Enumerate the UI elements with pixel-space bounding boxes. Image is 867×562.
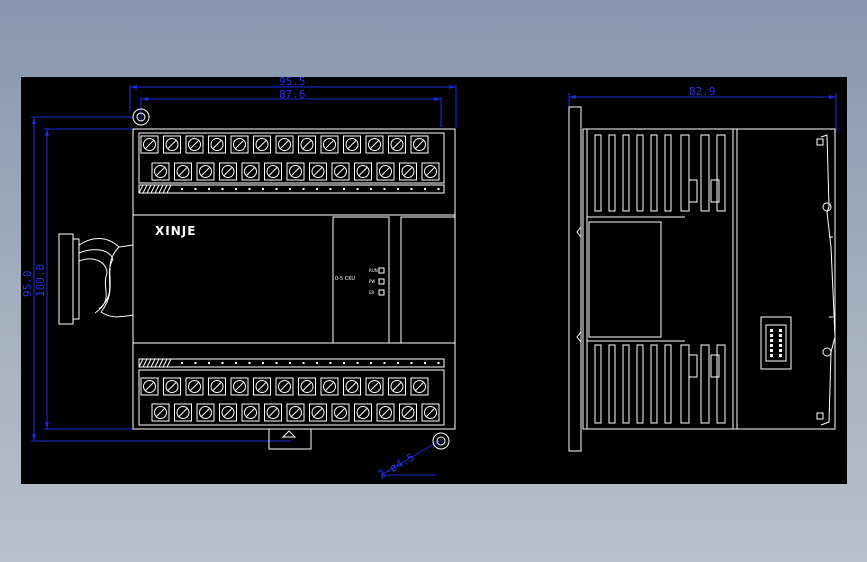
plc-body	[132, 128, 456, 430]
terminal-screw	[151, 162, 170, 181]
bottom-terminal-row-2	[151, 403, 440, 422]
terminal-screw	[208, 135, 226, 154]
terminal-screw	[253, 135, 271, 154]
terminal-screw	[286, 403, 305, 422]
terminal-screw	[253, 377, 271, 396]
terminal-screw	[365, 377, 384, 396]
hole-callout: 2-ø4.5	[376, 439, 442, 482]
terminal-screw	[421, 403, 440, 422]
terminal-screw	[151, 403, 170, 422]
terminal-screw	[196, 403, 215, 422]
led-label-run: RUN	[369, 268, 378, 273]
top-terminal-block	[138, 132, 445, 184]
terminal-screw	[388, 377, 406, 396]
terminal-screw	[410, 135, 429, 154]
terminal-screw	[264, 162, 282, 181]
status-panel	[332, 216, 390, 344]
terminal-screw	[219, 403, 237, 422]
terminal-screw	[399, 162, 417, 181]
terminal-screw	[410, 377, 429, 396]
terminal-screw	[331, 403, 350, 422]
terminal-screw	[298, 377, 316, 396]
led-label-pw: PW	[369, 279, 375, 284]
top-outer-dim: 95.5	[279, 77, 306, 88]
plc-drawing: 95.5 87.6 95.0 100.0 2-ø4.5	[21, 77, 837, 482]
left-dimensions: 95.0 100.0	[21, 116, 291, 442]
model-label: 0-5 CKU	[335, 276, 355, 282]
terminal-screw	[388, 135, 406, 154]
terminal-screw	[208, 377, 226, 396]
terminal-screw	[241, 403, 260, 422]
terminal-screw	[275, 135, 294, 154]
terminal-screw	[309, 162, 327, 181]
terminal-screw	[275, 377, 294, 396]
terminal-screw	[320, 135, 339, 154]
led-run-indicator	[378, 267, 385, 274]
terminal-screw	[140, 135, 159, 154]
side-label-area	[588, 221, 662, 338]
terminal-screw	[174, 403, 192, 422]
terminal-screw	[264, 403, 282, 422]
top-inner-dim: 87.6	[279, 88, 306, 101]
din-rail-profile	[568, 106, 582, 452]
terminal-screw	[286, 162, 305, 181]
terminal-screw	[219, 162, 237, 181]
side-depth-dim: 82.9	[689, 85, 716, 98]
left-outer-dim: 95.0	[21, 271, 34, 298]
terminal-screw	[185, 377, 204, 396]
expansion-cover	[400, 216, 456, 344]
terminal-screw	[354, 162, 372, 181]
comm-port	[760, 316, 792, 370]
terminal-screw	[399, 403, 417, 422]
led-pw-indicator	[378, 278, 385, 285]
terminal-screw	[365, 135, 384, 154]
top-dimensions: 95.5 87.6	[129, 77, 457, 127]
terminal-screw	[343, 135, 361, 154]
terminal-screw	[163, 135, 181, 154]
terminal-screw	[376, 162, 395, 181]
front-view: XINJE 0-5 CKU RUN PW ER	[58, 108, 456, 450]
side-connector	[58, 233, 74, 325]
terminal-screw	[354, 403, 372, 422]
terminal-screw	[421, 162, 440, 181]
side-dimension: 82.9	[568, 85, 837, 132]
left-inner-dim: 100.0	[34, 264, 47, 297]
terminal-screw	[140, 377, 159, 396]
mount-hole-top	[132, 108, 150, 126]
terminal-screw	[230, 377, 249, 396]
terminal-screw	[185, 135, 204, 154]
terminal-screw	[309, 403, 327, 422]
top-terminal-row-2	[151, 162, 440, 181]
mount-hole-dim: 2-ø4.5	[376, 450, 417, 481]
terminal-screw	[174, 162, 192, 181]
terminal-screw	[163, 377, 181, 396]
bottom-terminal-block	[138, 369, 445, 426]
din-clip	[268, 429, 312, 450]
terminal-screw	[241, 162, 260, 181]
side-housing	[582, 128, 836, 430]
terminal-screw	[320, 377, 339, 396]
led-er-indicator	[378, 289, 385, 296]
bottom-terminal-row-1	[140, 377, 429, 396]
cad-viewport[interactable]: 95.5 87.6 95.0 100.0 2-ø4.5	[21, 77, 847, 484]
terminal-screw	[376, 403, 395, 422]
led-label-er: ER	[369, 290, 375, 295]
side-view	[568, 106, 836, 452]
top-terminal-row-1	[140, 135, 429, 154]
mount-hole-bottom	[432, 432, 450, 450]
terminal-screw	[196, 162, 215, 181]
terminal-screw	[230, 135, 249, 154]
terminal-screw	[331, 162, 350, 181]
brand-logo: XINJE	[155, 224, 196, 238]
terminal-screw	[343, 377, 361, 396]
terminal-screw	[298, 135, 316, 154]
